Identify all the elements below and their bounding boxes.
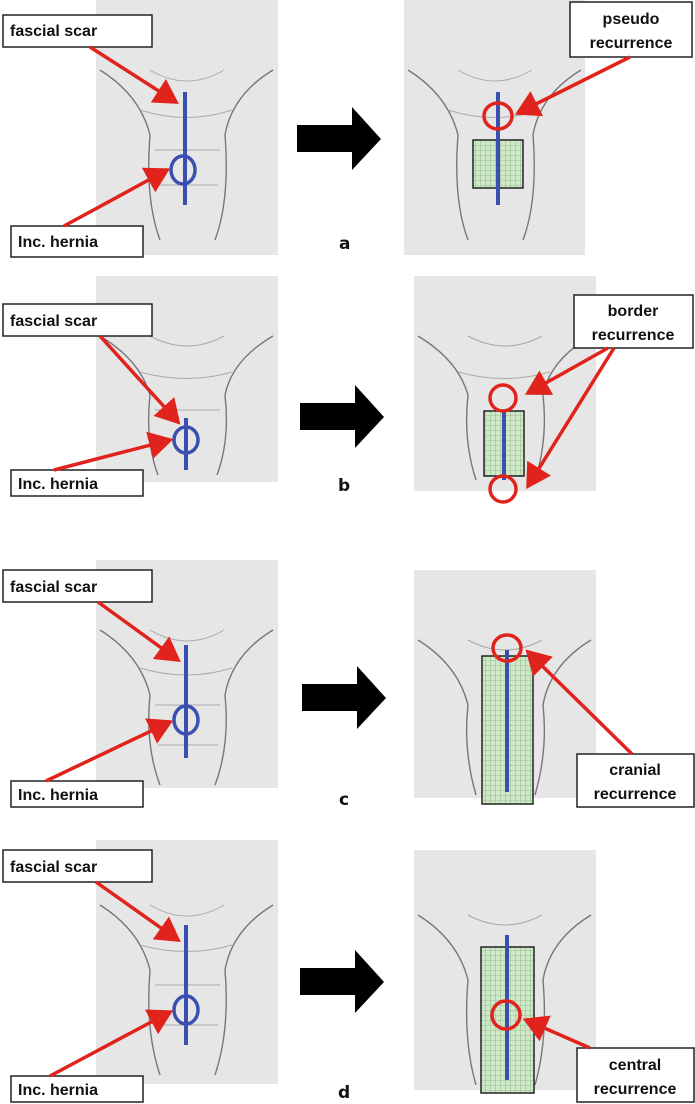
svg-text:Inc. hernia: Inc. hernia xyxy=(18,1082,98,1099)
result-callout: pseudo recurrence xyxy=(570,2,692,57)
result-callout: central recurrence xyxy=(577,1048,694,1102)
inc-hernia-callout: Inc. hernia xyxy=(11,470,143,496)
inc-hernia-callout: Inc. hernia xyxy=(11,1076,143,1102)
svg-text:Inc. hernia: Inc. hernia xyxy=(18,476,98,493)
svg-text:fascial scar: fascial scar xyxy=(10,859,97,876)
inc-hernia-callout: Inc. hernia xyxy=(11,781,143,807)
panel-a: fascial scar Inc. hernia pseudo recurren… xyxy=(3,0,692,257)
svg-text:fascial scar: fascial scar xyxy=(10,579,97,596)
svg-text:pseudo: pseudo xyxy=(603,11,660,28)
svg-text:fascial scar: fascial scar xyxy=(10,23,97,40)
result-callout: border recurrence xyxy=(574,295,693,348)
result-callout: cranial recurrence xyxy=(577,754,694,807)
panel-c: fascial scar Inc. hernia cranial recurre… xyxy=(3,560,694,810)
panel-letter: a xyxy=(339,234,350,254)
panel-d: fascial scar Inc. hernia central recurre… xyxy=(3,840,694,1103)
panel-b: fascial scar Inc. hernia border recurren… xyxy=(3,276,693,502)
svg-text:recurrence: recurrence xyxy=(594,1081,677,1098)
svg-text:fascial scar: fascial scar xyxy=(10,313,97,330)
svg-text:border: border xyxy=(608,303,659,320)
svg-text:recurrence: recurrence xyxy=(594,786,677,803)
svg-text:recurrence: recurrence xyxy=(590,35,673,52)
svg-text:cranial: cranial xyxy=(609,762,661,779)
right-arrow-icon xyxy=(300,950,384,1013)
inc-hernia-callout: Inc. hernia xyxy=(11,226,143,257)
right-arrow-icon xyxy=(297,107,381,170)
svg-text:Inc. hernia: Inc. hernia xyxy=(18,787,98,804)
fascial-scar-callout: fascial scar xyxy=(3,570,152,602)
right-arrow-icon xyxy=(300,385,384,448)
panel-letter: d xyxy=(338,1083,350,1103)
panel-letter: c xyxy=(339,790,349,810)
svg-text:Inc. hernia: Inc. hernia xyxy=(18,234,98,251)
svg-text:central: central xyxy=(609,1057,661,1074)
panel-letter: b xyxy=(338,476,350,496)
right-arrow-icon xyxy=(302,666,386,729)
fascial-scar-callout: fascial scar xyxy=(3,304,152,336)
svg-text:recurrence: recurrence xyxy=(592,327,675,344)
fascial-scar-callout: fascial scar xyxy=(3,850,152,882)
fascial-scar-callout: fascial scar xyxy=(3,15,152,47)
